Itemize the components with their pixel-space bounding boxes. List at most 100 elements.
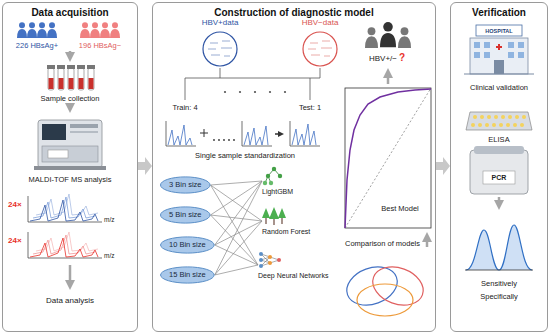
model-node: Random Forest [262, 206, 310, 236]
hospital-icon-part [518, 52, 524, 58]
standardization-spectra-part [223, 139, 225, 141]
model-icon-part [259, 258, 263, 262]
elisa-plate-part [473, 115, 477, 119]
text-label: m/z [104, 253, 114, 260]
mass-spectra [28, 194, 102, 258]
flow-arrows-part [69, 51, 72, 57]
model-icon-part [268, 261, 272, 265]
mass-spectra-part [28, 232, 102, 258]
model-icon-part [261, 254, 279, 266]
split-bracket-part [224, 91, 226, 93]
flow-arrows-part [498, 197, 501, 205]
standardization-spectra-part [228, 139, 230, 141]
dataset-circle-shape [296, 29, 344, 69]
bin-size-ellipse: 10 Bin size [160, 236, 215, 254]
patients-icon-part [365, 27, 378, 48]
people-icons-part [27, 22, 37, 38]
elisa-plate-part [501, 115, 505, 119]
model-connector [215, 181, 262, 245]
mass-spectra-part [30, 200, 98, 221]
pcr-peaks-part [466, 225, 532, 270]
people-icons-part [17, 22, 27, 38]
text-label: HOSPITAL [485, 29, 512, 35]
elisa-plate-part [522, 115, 526, 119]
blood-tubes-part [67, 65, 75, 69]
panel-title: Verification [451, 3, 547, 19]
model-icon-part [259, 264, 263, 268]
maldi-instrument-part [42, 146, 98, 162]
blood-tubes [47, 65, 95, 90]
blood-tubes-part [57, 65, 65, 69]
people-icons-part [37, 22, 47, 38]
panel-title: Data acquisition [3, 3, 137, 19]
hospital-icon-part [484, 52, 490, 58]
standardization-spectra-part [166, 121, 196, 146]
roc-chart-part [345, 88, 431, 228]
blood-tubes-part [69, 78, 74, 89]
model-connector [215, 265, 258, 275]
text-label: Best Model [381, 205, 419, 213]
flow-arrows [70, 51, 499, 285]
model-comparison-part [357, 284, 413, 316]
people-icons-part [47, 22, 57, 38]
blood-tubes-part [79, 78, 84, 89]
blood-tubes-part [87, 65, 95, 69]
elisa-plate-part [466, 112, 532, 130]
ellipse-shape-part [161, 207, 211, 223]
text-label: ELISA [488, 136, 509, 144]
hospital-icon-part [474, 52, 480, 58]
maldi-instrument-part [38, 120, 102, 168]
text-label: MALDI-TOF MS analysis [29, 176, 112, 184]
model-connector [211, 215, 258, 265]
elisa-plate-part [513, 123, 517, 127]
split-bracket-part [284, 91, 286, 93]
text-label: ? [399, 53, 405, 63]
bin-size-ellipse: 5 Bin size [160, 206, 211, 224]
text-label: Specifically [480, 293, 518, 301]
elisa-plate-part [487, 115, 491, 119]
model-node: Deep Neural Networks [258, 250, 328, 280]
text-label: 24× [8, 201, 22, 209]
patients-icon [365, 22, 411, 48]
text-label: Test: 1 [299, 104, 321, 112]
model-comparison [341, 260, 428, 316]
blood-tubes-part [78, 68, 84, 90]
mass-spectra-part [30, 238, 98, 257]
blood-tubes-part [68, 68, 74, 90]
maldi-instrument-part [34, 166, 106, 170]
stage-panel: Construction of diagnostic modelHBV+data… [152, 2, 436, 332]
elisa-plate-part [485, 123, 489, 127]
model-icon-part [278, 174, 282, 178]
elisa-plate-part [480, 115, 484, 119]
dataset-circle-shape-part [208, 41, 232, 56]
roc-chart [345, 88, 431, 228]
elisa-plate-part [520, 123, 524, 127]
elisa-plate [466, 112, 532, 130]
people-icons-part [100, 22, 110, 38]
elisa-plate-part [499, 123, 503, 127]
blood-tubes-part [49, 78, 54, 89]
model-icon-part [277, 258, 281, 262]
elisa-plate-part [471, 123, 475, 127]
model-connector [215, 181, 262, 275]
standardization-spectra-part [242, 121, 272, 146]
standardization-spectra-part [218, 139, 220, 141]
pcr-machine-part [470, 150, 528, 194]
hospital-icon [464, 25, 534, 74]
hospital-icon-part [474, 42, 480, 48]
ellipse-shape-part [161, 267, 215, 283]
ellipse-shape-part [161, 177, 211, 193]
split-bracket-part [239, 91, 241, 93]
hospital-icon-part [494, 60, 504, 74]
model-icon [262, 166, 286, 186]
panel-title: Construction of diagnostic model [153, 3, 435, 19]
model-icon [258, 250, 282, 270]
people-icons-part [80, 22, 90, 38]
text-label: Sensitively [481, 280, 517, 288]
bin-size-text: 10 Bin size [169, 236, 206, 254]
blood-tubes-part [77, 65, 85, 69]
hospital-icon-part [484, 42, 490, 48]
blood-tubes-part [47, 65, 55, 69]
